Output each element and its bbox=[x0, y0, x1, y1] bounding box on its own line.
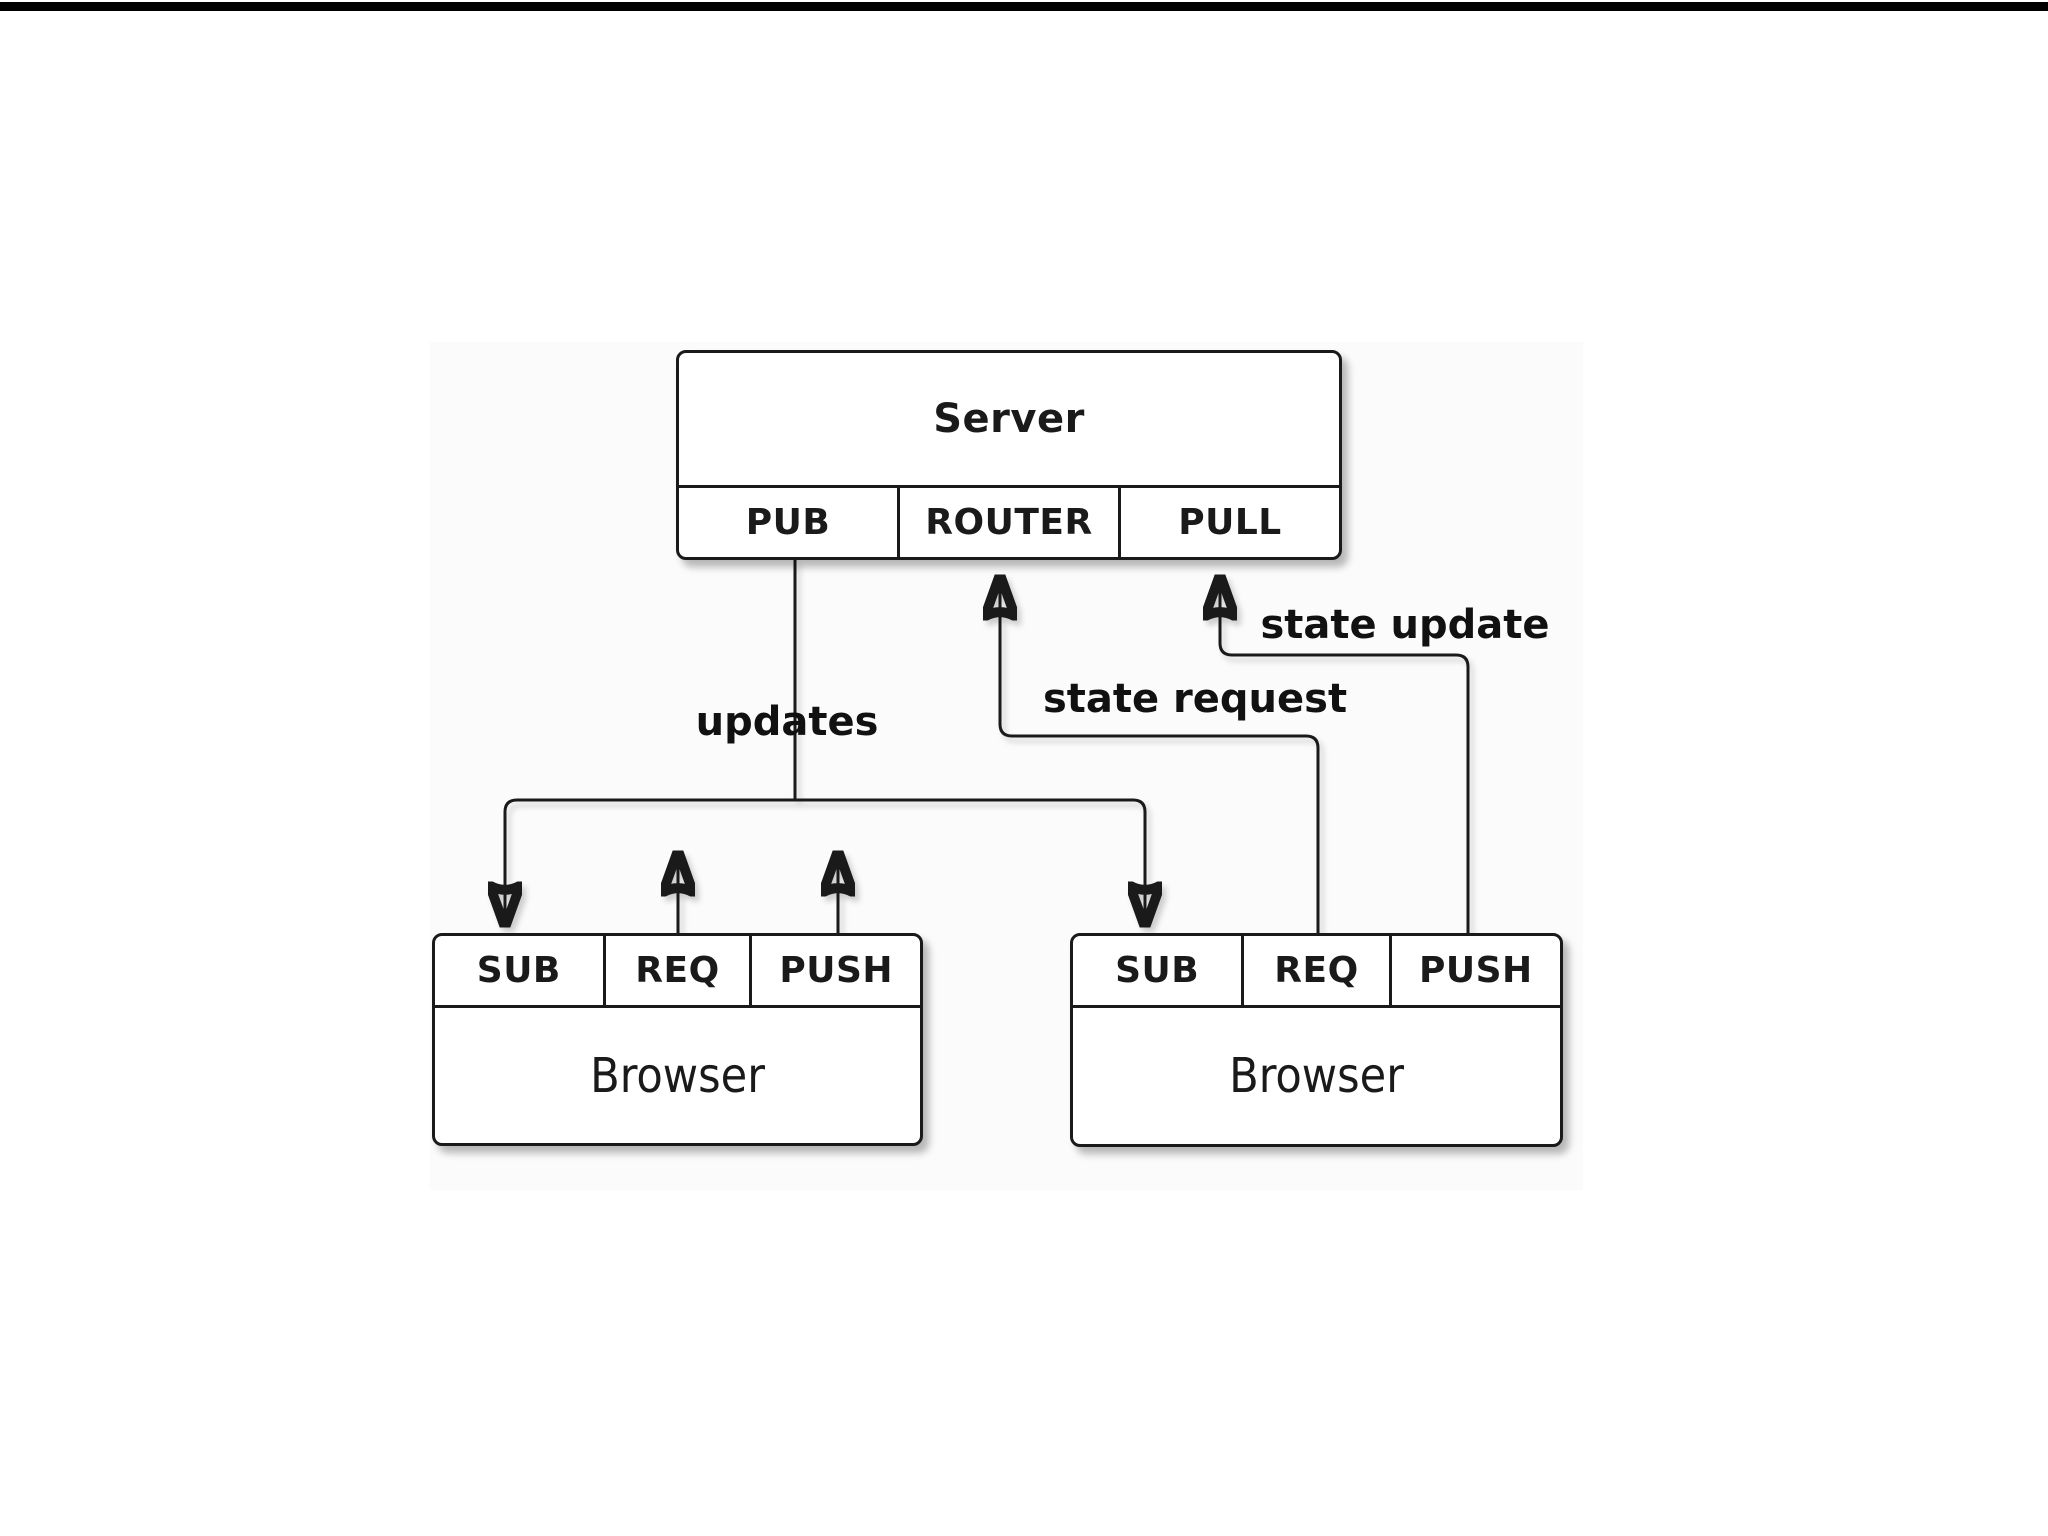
browser-left-title-area: Browser bbox=[435, 1008, 920, 1143]
socket-push-right: PUSH bbox=[1388, 936, 1560, 1005]
server-node: Server PUB ROUTER PULL bbox=[676, 350, 1342, 560]
browser-right-title-area: Browser bbox=[1073, 1008, 1560, 1144]
server-socket-row: PUB ROUTER PULL bbox=[679, 485, 1339, 557]
server-title-area: Server bbox=[679, 353, 1339, 485]
socket-push-left: PUSH bbox=[749, 936, 920, 1005]
browser-node-left: SUB REQ PUSH Browser bbox=[432, 933, 923, 1146]
socket-sub-left: SUB bbox=[476, 950, 561, 991]
browser-right-title: Browser bbox=[1229, 1048, 1404, 1104]
top-bar bbox=[0, 2, 2048, 11]
browser-left-title: Browser bbox=[590, 1047, 765, 1104]
socket-req-right: REQ bbox=[1241, 936, 1388, 1005]
socket-pull: PULL bbox=[1118, 488, 1339, 557]
socket-pub: PUB bbox=[745, 502, 831, 543]
edge-updates-right-branch bbox=[795, 798, 1145, 926]
browser-left-socket-row: SUB REQ PUSH bbox=[435, 936, 920, 1008]
browser-node-right: SUB REQ PUSH Browser bbox=[1070, 933, 1563, 1147]
edge-state-update-line bbox=[1220, 576, 1470, 933]
edge-state-request-line bbox=[1000, 576, 1320, 933]
socket-router: ROUTER bbox=[897, 488, 1118, 557]
edge-label-state-request: state request bbox=[1042, 676, 1348, 722]
socket-req-left: REQ bbox=[602, 936, 750, 1005]
edge-updates-left-branch bbox=[505, 798, 795, 926]
edge-label-state-update: state update bbox=[1260, 602, 1550, 648]
server-title: Server bbox=[933, 396, 1085, 442]
edge-label-updates: updates bbox=[695, 699, 879, 745]
socket-sub-right: SUB bbox=[1115, 950, 1200, 991]
browser-right-socket-row: SUB REQ PUSH bbox=[1073, 936, 1560, 1008]
